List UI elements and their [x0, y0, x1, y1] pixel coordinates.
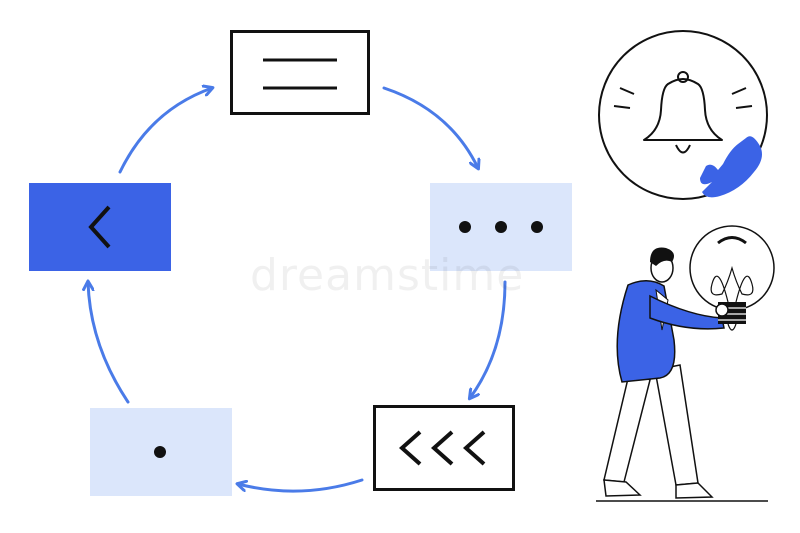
- chevron-left-icon: [88, 205, 111, 249]
- arrow-bottomright-to-bottomleft: [238, 478, 364, 493]
- arrow-right-to-bottomright: [470, 280, 507, 398]
- arrow-bottomleft-to-left: [88, 282, 130, 404]
- node-left: [29, 183, 171, 271]
- phone-icon: [700, 136, 762, 198]
- node-right: [430, 183, 572, 271]
- node-bottom-right: [373, 405, 515, 491]
- rewind-icon: [398, 430, 486, 466]
- bell-icon: [613, 71, 753, 154]
- node-top: [230, 30, 370, 115]
- arrow-top-to-right: [382, 86, 478, 168]
- arrow-left-to-top: [118, 88, 212, 174]
- dot-icon: [154, 446, 166, 458]
- lightbulb-icon: [689, 225, 775, 331]
- lines-icon: [263, 58, 337, 90]
- node-bottom-left: [90, 408, 232, 496]
- watermark: dreamstime: [250, 250, 525, 301]
- more-dots-icon: [459, 221, 543, 233]
